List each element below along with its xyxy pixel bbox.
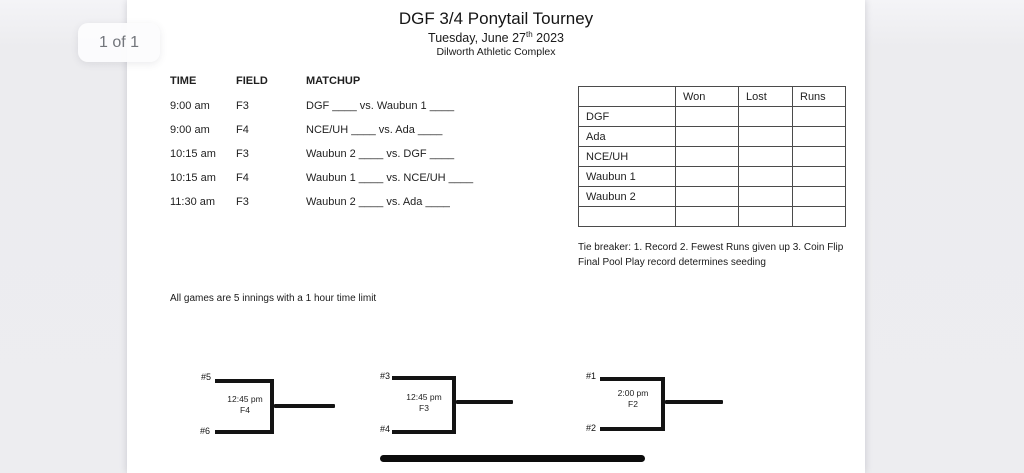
- date-ordinal: th: [526, 30, 533, 39]
- bracket-game-info: 2:00 pm F2: [603, 388, 663, 410]
- bracket-game-field: F2: [628, 399, 638, 409]
- schedule-header-time: TIME: [170, 75, 197, 87]
- tiebreaker-note: Tie breaker: 1. Record 2. Fewest Runs gi…: [578, 240, 868, 270]
- lost-cell: [738, 206, 793, 227]
- tiebreaker-line-1: Tie breaker: 1. Record 2. Fewest Runs gi…: [578, 242, 844, 253]
- bracket-game-field: F4: [240, 405, 250, 415]
- bracket-seed-label: #3: [380, 371, 391, 381]
- bracket-game-time: 12:45 pm: [227, 394, 263, 404]
- bracket-seed-label: #2: [586, 423, 597, 433]
- game-time: 9:00 am: [170, 124, 210, 136]
- standings-row: Ada: [578, 126, 846, 147]
- game-matchup: Waubun 2 ____ vs. DGF ____: [306, 148, 455, 160]
- standings-row: DGF: [578, 106, 846, 127]
- standings-header-row: Won Lost Runs: [578, 86, 846, 107]
- won-cell: [675, 126, 739, 147]
- team-name: Waubun 2: [578, 186, 676, 207]
- runs-cell: [792, 106, 846, 127]
- won-cell: [675, 106, 739, 127]
- standings-header-runs: Runs: [792, 86, 846, 107]
- team-name: Waubun 1: [578, 166, 676, 187]
- schedule-header-matchup: MATCHUP: [306, 75, 361, 87]
- team-name: NCE/UH: [578, 146, 676, 167]
- lost-cell: [738, 186, 793, 207]
- game-matchup: DGF ____ vs. Waubun 1 ____: [306, 100, 455, 112]
- schedule-row: 11:30 am F3 Waubun 2 ____ vs. Ada ____: [170, 196, 540, 220]
- bracket-seed-label: #1: [586, 371, 597, 381]
- game-time: 9:00 am: [170, 100, 210, 112]
- team-name: DGF: [578, 106, 676, 127]
- lost-cell: [738, 146, 793, 167]
- document-location: Dilworth Athletic Complex: [436, 46, 556, 58]
- bracket-game-info: 12:45 pm F3: [395, 392, 453, 414]
- schedule-header-field: FIELD: [236, 75, 268, 87]
- schedule-list: TIME FIELD MATCHUP 9:00 am F3 DGF ____ v…: [170, 75, 540, 220]
- game-field: F4: [236, 124, 249, 136]
- runs-cell: [792, 146, 846, 167]
- won-cell: [675, 146, 739, 167]
- standings-row: [578, 206, 846, 227]
- game-field: F4: [236, 172, 249, 184]
- lost-cell: [738, 126, 793, 147]
- game-time: 10:15 am: [170, 172, 216, 184]
- bracket-winner-line: [274, 404, 335, 408]
- runs-cell: [792, 186, 846, 207]
- schedule-row: 9:00 am F3 DGF ____ vs. Waubun 1 ____: [170, 100, 540, 124]
- schedule-header-row: TIME FIELD MATCHUP: [170, 75, 540, 100]
- document-page: DGF 3/4 Ponytail Tourney Tuesday, June 2…: [127, 0, 865, 473]
- bracket-seed-label: #4: [380, 424, 391, 434]
- runs-cell: [792, 206, 846, 227]
- schedule-row: 10:15 am F4 Waubun 1 ____ vs. NCE/UH ___…: [170, 172, 540, 196]
- game-field: F3: [236, 100, 249, 112]
- team-name: Ada: [578, 126, 676, 147]
- game-matchup: Waubun 2 ____ vs. Ada ____: [306, 196, 450, 208]
- bracket-winner-line: [456, 400, 513, 404]
- won-cell: [675, 166, 739, 187]
- bracket-game-time: 2:00 pm: [617, 388, 649, 398]
- standings-row: Waubun 1: [578, 166, 846, 187]
- schedule-row: 9:00 am F4 NCE/UH ____ vs. Ada ____: [170, 124, 540, 148]
- standings-header-won: Won: [675, 86, 739, 107]
- tiebreaker-line-2: Final Pool Play record determines seedin…: [578, 257, 766, 268]
- standings-table: Won Lost Runs DGF Ada NCE/UH: [578, 86, 846, 227]
- game-time: 11:30 am: [170, 196, 216, 208]
- bracket-seed-label: #5: [201, 372, 212, 382]
- game-field: F3: [236, 148, 249, 160]
- page-indicator-badge: 1 of 1: [78, 23, 160, 62]
- lost-cell: [738, 166, 793, 187]
- bracket-winner-line: [665, 400, 723, 404]
- standings-header-lost: Lost: [738, 86, 793, 107]
- page-indicator-label: 1 of 1: [98, 33, 140, 51]
- bracket-game-time: 12:45 pm: [406, 392, 442, 402]
- bracket-lines: [600, 377, 665, 431]
- date-year: 2023: [532, 31, 564, 46]
- game-rules-note: All games are 5 innings with a 1 hour ti…: [170, 293, 377, 304]
- standings-row: NCE/UH: [578, 146, 846, 167]
- runs-cell: [792, 166, 846, 187]
- bracket-lines: [392, 376, 456, 434]
- game-matchup: Waubun 1 ____ vs. NCE/UH ____: [306, 172, 474, 184]
- lost-cell: [738, 106, 793, 127]
- schedule-row: 10:15 am F3 Waubun 2 ____ vs. DGF ____: [170, 148, 540, 172]
- horizontal-scroll-indicator[interactable]: [380, 455, 645, 462]
- won-cell: [675, 186, 739, 207]
- bracket-seed-label: #6: [200, 426, 211, 436]
- standings-corner-cell: [578, 86, 676, 107]
- game-field: F3: [236, 196, 249, 208]
- game-matchup: NCE/UH ____ vs. Ada ____: [306, 124, 443, 136]
- runs-cell: [792, 126, 846, 147]
- bracket-game-field: F3: [419, 403, 429, 413]
- won-cell: [675, 206, 739, 227]
- bracket-lines: [215, 379, 274, 434]
- standings-row: Waubun 2: [578, 186, 846, 207]
- date-text: Tuesday, June 27: [428, 31, 527, 46]
- team-name: [578, 206, 676, 227]
- game-time: 10:15 am: [170, 148, 216, 160]
- bracket-game-info: 12:45 pm F4: [217, 394, 273, 416]
- document-date: Tuesday, June 27th 2023: [127, 30, 865, 45]
- document-title: DGF 3/4 Ponytail Tourney: [398, 9, 594, 28]
